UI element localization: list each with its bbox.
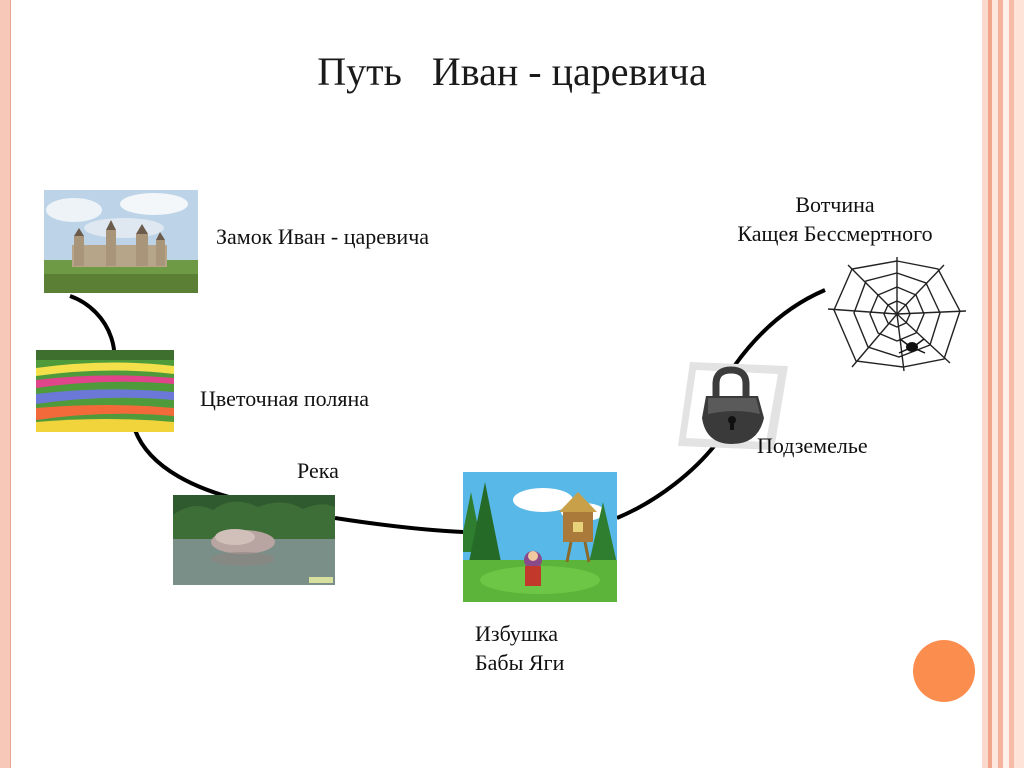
baba-yaga-hut-picture bbox=[463, 472, 617, 602]
slide-frame-right-stripes bbox=[976, 0, 1024, 768]
hut-label: Избушка Бабы Яги bbox=[475, 619, 564, 677]
slide-title: Путь Иван - царевича bbox=[317, 49, 707, 94]
dungeon-label: Подземелье bbox=[757, 433, 868, 458]
domain-label-line-2: Кащея Бессмертного bbox=[737, 221, 933, 246]
hut-label-line-2: Бабы Яги bbox=[475, 650, 565, 675]
castle-label: Замок Иван - царевича bbox=[216, 224, 430, 249]
spider-web-icon bbox=[827, 257, 967, 372]
river-label: Река bbox=[297, 458, 339, 483]
hut-label-line-1: Избушка bbox=[475, 621, 558, 646]
domain-label: Вотчина Кащея Бессмертного bbox=[700, 190, 970, 248]
slide-frame-left-line bbox=[10, 0, 11, 768]
domain-label-line-1: Вотчина bbox=[795, 192, 875, 217]
slide-frame-left bbox=[0, 0, 10, 768]
flower-meadow-photo bbox=[36, 350, 174, 432]
castle-photo bbox=[44, 190, 198, 293]
padlock-icon bbox=[678, 362, 788, 450]
accent-circle bbox=[913, 640, 975, 702]
river-photo bbox=[173, 495, 335, 585]
meadow-label: Цветочная поляна bbox=[200, 386, 370, 411]
